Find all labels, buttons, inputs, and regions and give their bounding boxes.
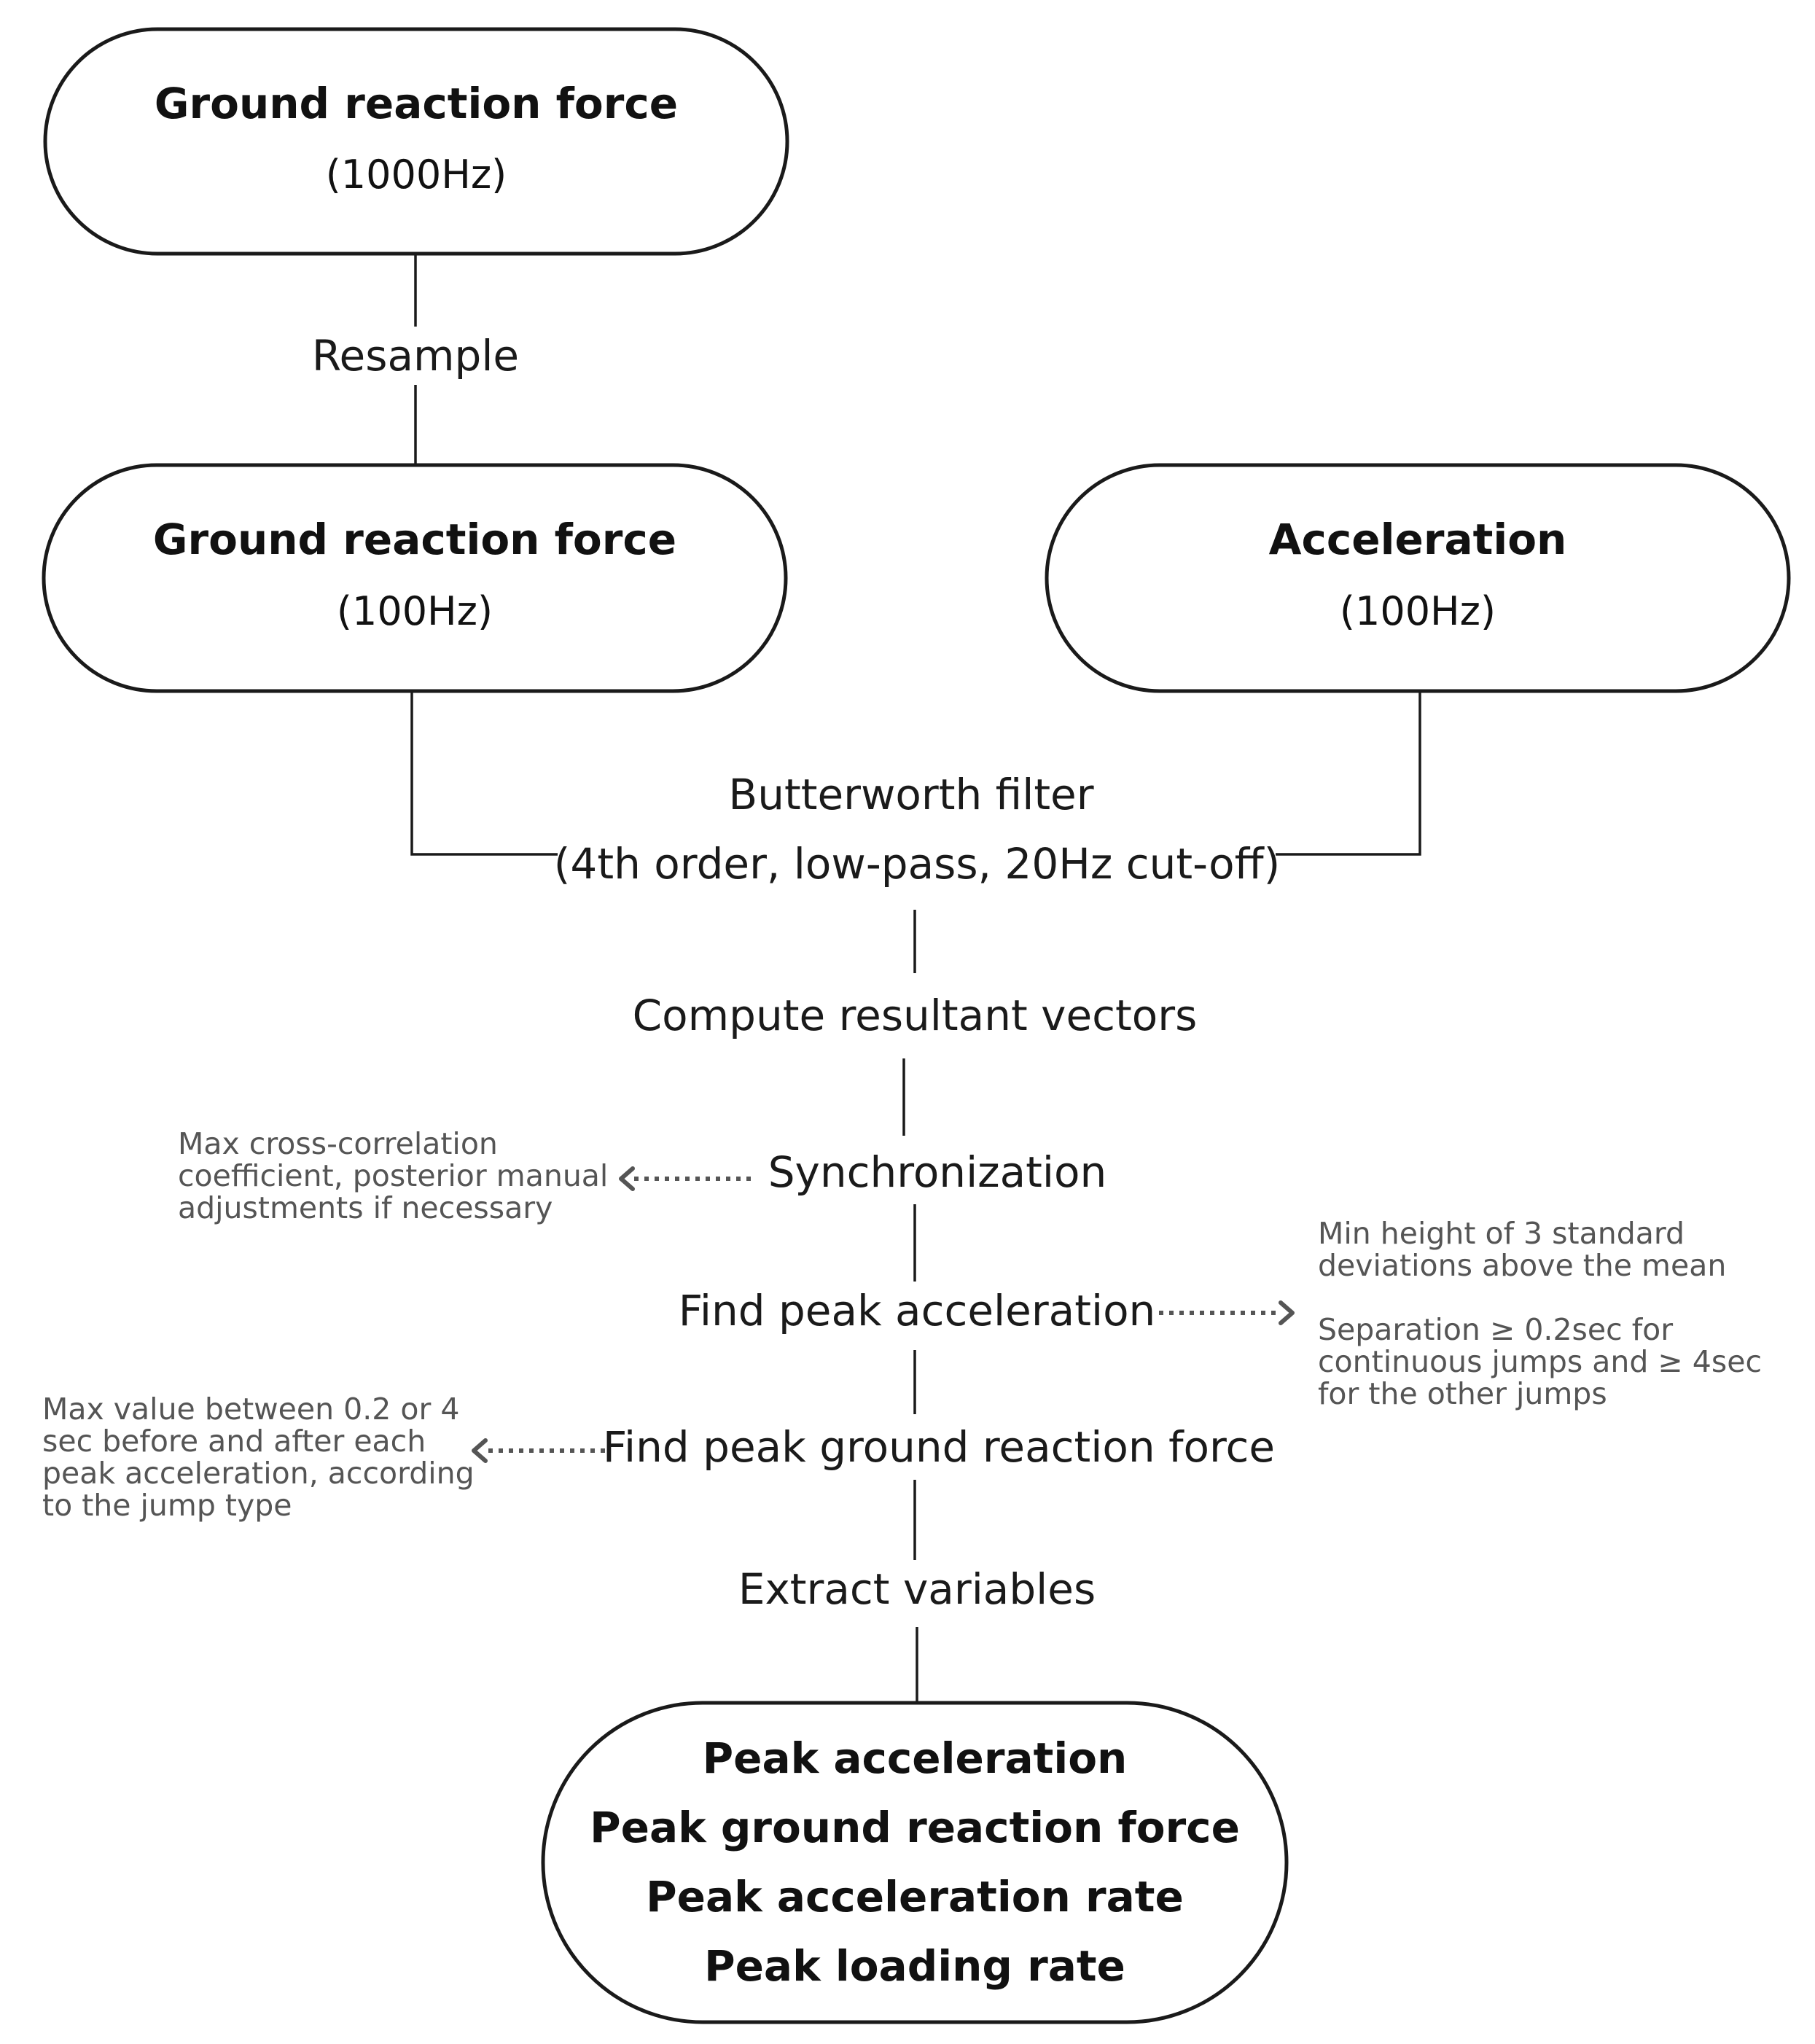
svg-text:peak acceleration, according: peak acceleration, according — [42, 1456, 475, 1491]
node-grf-100hz-rate: (100Hz) — [337, 588, 493, 634]
connector-grf100-filter — [410, 691, 558, 856]
node-grf-1000hz: Ground reaction force (1000Hz) — [43, 27, 789, 256]
step-find-peak-acceleration: Find peak acceleration — [679, 1286, 1156, 1335]
node-grf-1000hz-rate: (1000Hz) — [326, 152, 507, 198]
step-resample: Resample — [312, 331, 519, 381]
peak-grf-note-arrow — [472, 1438, 605, 1463]
svg-text:Max value between 0.2 or 4: Max value between 0.2 or 4 — [42, 1392, 459, 1427]
sync-note-arrow — [619, 1166, 751, 1191]
note-peak-acceleration-height: Min height of 3 standard deviations abov… — [1318, 1216, 1726, 1283]
step-butterworth-params: (4th order, low-pass, 20Hz cut-off) — [554, 839, 1280, 889]
step-extract-variables: Extract variables — [738, 1564, 1096, 1614]
step-butterworth-filter: Butterworth filter — [728, 770, 1093, 819]
node-acceleration-title: Acceleration — [1269, 515, 1567, 564]
peak-acc-note-arrow — [1159, 1300, 1295, 1325]
connector-acc-filter — [1276, 691, 1421, 856]
note-peak-acceleration-separation: Separation ≥ 0.2sec for continuous jumps… — [1318, 1312, 1762, 1411]
note-synchronization: Max cross-correlation coefficient, poste… — [178, 1126, 608, 1225]
output-peak-acceleration-rate: Peak acceleration rate — [646, 1872, 1184, 1922]
svg-text:for the other jumps: for the other jumps — [1318, 1376, 1607, 1411]
step-synchronization: Synchronization — [768, 1147, 1107, 1197]
output-peak-acceleration: Peak acceleration — [703, 1733, 1128, 1783]
output-peak-loading-rate: Peak loading rate — [704, 1941, 1125, 1991]
svg-text:continuous jumps and ≥ 4sec: continuous jumps and ≥ 4sec — [1318, 1344, 1762, 1379]
svg-text:Separation ≥ 0.2sec for: Separation ≥ 0.2sec for — [1318, 1312, 1673, 1347]
svg-text:to the jump type: to the jump type — [42, 1488, 292, 1523]
svg-text:sec before and after each: sec before and after each — [42, 1424, 426, 1459]
step-compute-resultant-vectors: Compute resultant vectors — [633, 991, 1198, 1040]
svg-text:deviations above the mean: deviations above the mean — [1318, 1248, 1726, 1283]
node-acceleration-100hz: Acceleration (100Hz) — [1045, 463, 1791, 693]
step-find-peak-grf: Find peak ground reaction force — [603, 1422, 1275, 1472]
node-grf-100hz-title: Ground reaction force — [153, 515, 676, 564]
svg-text:Max cross-correlation: Max cross-correlation — [178, 1126, 498, 1161]
svg-text:coefficient, posterior manual: coefficient, posterior manual — [178, 1158, 608, 1193]
svg-text:Min height of 3 standard: Min height of 3 standard — [1318, 1216, 1685, 1251]
node-grf-1000hz-title: Ground reaction force — [155, 79, 678, 128]
node-acceleration-rate: (100Hz) — [1340, 588, 1496, 634]
svg-text:adjustments if necessary: adjustments if necessary — [178, 1190, 553, 1225]
output-peak-grf: Peak ground reaction force — [590, 1803, 1240, 1852]
node-outputs: Peak acceleration Peak ground reaction f… — [541, 1701, 1289, 2024]
note-peak-grf: Max value between 0.2 or 4 sec before an… — [42, 1392, 475, 1523]
node-grf-100hz: Ground reaction force (100Hz) — [42, 463, 788, 693]
